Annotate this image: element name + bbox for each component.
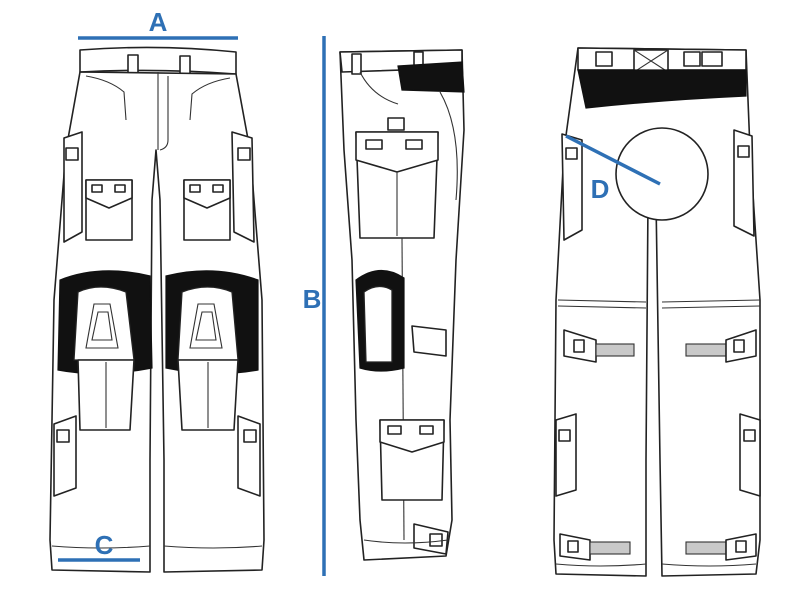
back-ankle-velcro-right <box>685 541 727 555</box>
back-ankle-tab-left <box>567 540 579 553</box>
back-knee-velcro-left <box>595 343 635 357</box>
back-loop-d <box>701 51 723 67</box>
back-knee-buckle-tab-left <box>573 339 585 353</box>
side-cargo-velcro-a <box>365 139 383 150</box>
front-thigh-tab-left-a <box>91 184 103 193</box>
front-thigh-tab-left-b <box>114 184 126 193</box>
front-thigh-tab-right-a <box>189 184 201 193</box>
front-side-tab-right <box>237 147 251 161</box>
front-hem-left <box>51 545 151 549</box>
back-ankle-tab-right <box>735 540 747 553</box>
side-ankle-tab <box>429 533 443 547</box>
back-yoke-cross <box>633 49 669 73</box>
front-calf-tab-left <box>56 429 70 443</box>
back-knee-buckle-tab-right <box>733 339 745 353</box>
back-knee-seam <box>557 299 761 303</box>
back-side-pocket-left <box>561 133 583 241</box>
back-knee-seam-stitch <box>557 305 761 309</box>
side-cargo-tab <box>387 117 405 131</box>
front-side-tab-left <box>65 147 79 161</box>
back-hem <box>555 563 757 567</box>
back-calf-tab-left <box>558 429 571 442</box>
front-knee-pad-inner-left <box>85 303 119 349</box>
side-front-pocket <box>359 71 399 105</box>
side-knee-strap <box>411 325 447 357</box>
front-knee-pad-core-right <box>195 311 217 341</box>
front-calf-tab-right <box>243 429 257 443</box>
front-pocket-left <box>85 75 127 121</box>
back-side-tab-left <box>565 147 578 160</box>
front-hem-right <box>163 545 263 549</box>
side-view <box>339 49 465 561</box>
side-hip-panel <box>397 61 465 93</box>
front-knee-pad-left <box>73 286 135 361</box>
back-knee-velcro-right <box>685 343 727 357</box>
front-thigh-tab-right-b <box>212 184 224 193</box>
side-hem <box>363 539 449 544</box>
side-belt-loop-a <box>351 53 362 75</box>
back-legs <box>553 47 761 577</box>
back-loop-c <box>683 51 701 67</box>
front-calf-pocket-left <box>53 415 77 497</box>
side-shin-velcro-b <box>419 425 434 435</box>
side-cargo-velcro-b <box>405 139 423 150</box>
back-side-tab-right <box>737 145 750 158</box>
measure-label-c: C <box>95 530 114 560</box>
measure-label-a: A <box>149 7 168 37</box>
back-seat-pad <box>615 127 709 221</box>
measure-line-d <box>565 134 661 186</box>
front-waistband <box>79 46 237 75</box>
back-calf-pocket-right <box>739 413 761 497</box>
front-knee-pad-core-left <box>91 311 113 341</box>
side-shin-velcro-a <box>387 425 402 435</box>
back-calf-pocket-left <box>555 413 577 497</box>
side-knee-pad <box>363 285 393 363</box>
back-view <box>553 47 761 577</box>
side-seat-seam <box>439 91 458 201</box>
back-ankle-velcro-left <box>589 541 631 555</box>
front-knee-pad-inner-right <box>189 303 223 349</box>
back-yoke-panel <box>577 69 747 109</box>
measure-label-b: B <box>303 284 322 314</box>
back-calf-tab-right <box>743 429 756 442</box>
front-calf-pocket-right <box>237 415 261 497</box>
front-pocket-right <box>189 77 231 121</box>
back-loop-a <box>595 51 613 67</box>
front-view <box>49 46 265 573</box>
front-fly-stitch <box>159 76 169 151</box>
front-knee-pad-right <box>177 286 239 361</box>
measure-label-d: D <box>591 174 610 204</box>
